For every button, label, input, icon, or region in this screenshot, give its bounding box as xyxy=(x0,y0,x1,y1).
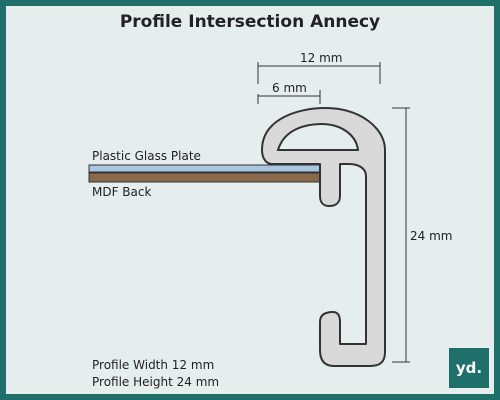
mdf-back xyxy=(88,172,322,183)
logo-text: yd. xyxy=(455,359,483,377)
profile-chamber xyxy=(276,122,360,151)
brand-logo: yd. xyxy=(449,348,489,388)
label-glass: Plastic Glass Plate xyxy=(92,149,201,163)
label-back: MDF Back xyxy=(92,185,152,199)
dim-height: 24 mm xyxy=(410,229,452,243)
frame-profile xyxy=(261,107,386,367)
spec-width: Profile Width 12 mm xyxy=(92,358,215,372)
glass-plate xyxy=(88,164,322,173)
dim-width-lip: 6 mm xyxy=(272,81,307,95)
spec-height: Profile Height 24 mm xyxy=(92,375,220,389)
dim-width-total: 12 mm xyxy=(300,51,342,65)
diagram-title: Profile Intersection Annecy xyxy=(119,12,381,32)
